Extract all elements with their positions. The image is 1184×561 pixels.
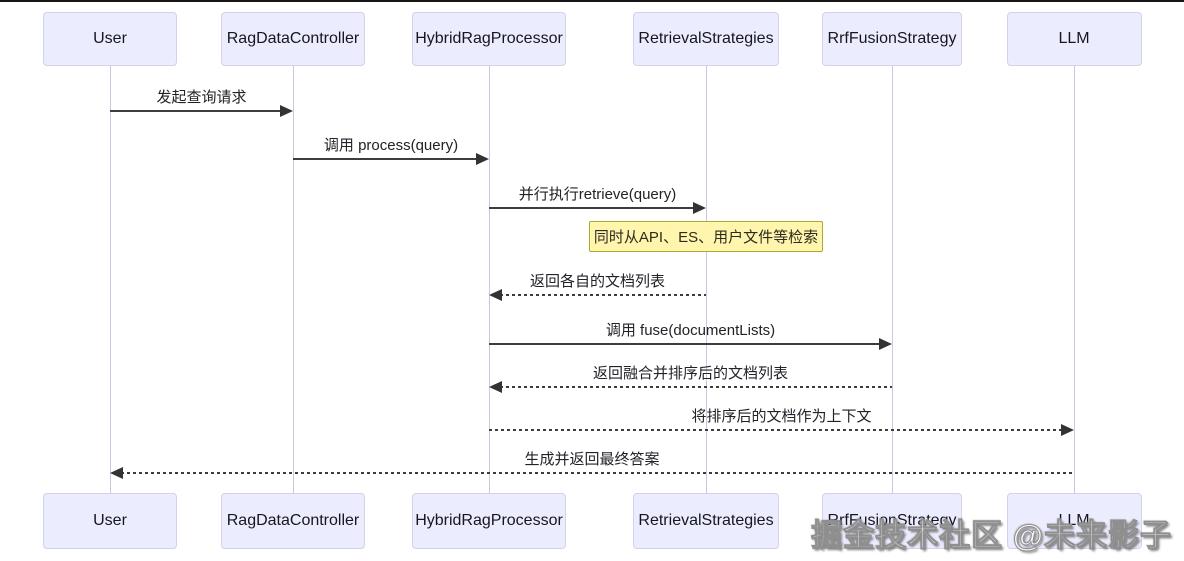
participant-box-llm-bottom: LLM [1006, 493, 1142, 549]
message-arrowhead-8 [110, 467, 123, 479]
message-label-5: 调用 fuse(documentLists) [605, 322, 776, 339]
participant-label: RagDataController [226, 30, 360, 47]
message-line-2 [293, 158, 478, 160]
message-label-6: 返回融合并排序后的文档列表 [592, 365, 789, 382]
message-arrowhead-7 [1061, 424, 1074, 436]
note-over-retrievalstrategies: 同时从API、ES、用户文件等检索 [589, 221, 823, 252]
participant-label: User [93, 512, 127, 529]
message-arrowhead-1 [280, 105, 293, 117]
message-line-5 [489, 343, 881, 345]
participant-box-retrievalstrategies-bottom: RetrievalStrategies [633, 493, 779, 549]
participant-box-user-top: User [43, 12, 177, 66]
message-arrowhead-6 [489, 381, 502, 393]
message-line-4 [500, 294, 706, 296]
participant-label: RetrievalStrategies [638, 30, 774, 47]
message-line-8 [121, 472, 1074, 474]
lifeline-llm [1073, 66, 1075, 493]
participant-label: RrfFusionStrategy [827, 512, 957, 529]
message-label-7: 将排序后的文档作为上下文 [691, 408, 872, 425]
lifeline-retrievalstrategies [705, 66, 707, 493]
participant-label: LLM [1058, 512, 1090, 529]
message-line-3 [489, 207, 695, 209]
participant-label: User [93, 30, 127, 47]
participant-label: LLM [1058, 30, 1090, 47]
top-edge-bar [0, 0, 1184, 2]
participant-label: RagDataController [226, 512, 360, 529]
lifeline-ragdatacontroller [292, 66, 294, 493]
participant-box-llm-top: LLM [1006, 12, 1142, 66]
participant-box-rrffusionstrategy-top: RrfFusionStrategy [822, 12, 962, 66]
participant-box-hybridragprocessor-bottom: HybridRagProcessor [412, 493, 566, 549]
participant-box-rrffusionstrategy-bottom: RrfFusionStrategy [822, 493, 962, 549]
message-arrowhead-5 [879, 338, 892, 350]
message-arrowhead-3 [693, 202, 706, 214]
message-label-2: 调用 process(query) [323, 137, 459, 154]
lifeline-hybridragprocessor [488, 66, 490, 493]
participant-box-retrievalstrategies-top: RetrievalStrategies [633, 12, 779, 66]
message-line-1 [110, 110, 282, 112]
participant-box-ragdatacontroller-top: RagDataController [221, 12, 365, 66]
participant-label: HybridRagProcessor [415, 512, 563, 529]
participant-box-ragdatacontroller-bottom: RagDataController [221, 493, 365, 549]
message-label-8: 生成并返回最终答案 [524, 451, 660, 468]
lifeline-user [109, 66, 111, 493]
lifeline-rrffusionstrategy [891, 66, 893, 493]
participant-label: RrfFusionStrategy [827, 30, 957, 47]
message-label-4: 返回各自的文档列表 [529, 273, 666, 290]
message-label-1: 发起查询请求 [156, 89, 247, 106]
message-arrowhead-4 [489, 289, 502, 301]
message-arrowhead-2 [476, 153, 489, 165]
participant-label: HybridRagProcessor [415, 30, 563, 47]
message-line-6 [500, 386, 892, 388]
participant-box-hybridragprocessor-top: HybridRagProcessor [412, 12, 566, 66]
watermark: 掘金技术社区 @未来影子 [811, 518, 1172, 554]
participant-label: RetrievalStrategies [638, 512, 774, 529]
message-line-7 [489, 429, 1063, 431]
message-label-3: 并行执行retrieve(query) [518, 186, 677, 203]
participant-box-user-bottom: User [43, 493, 177, 549]
